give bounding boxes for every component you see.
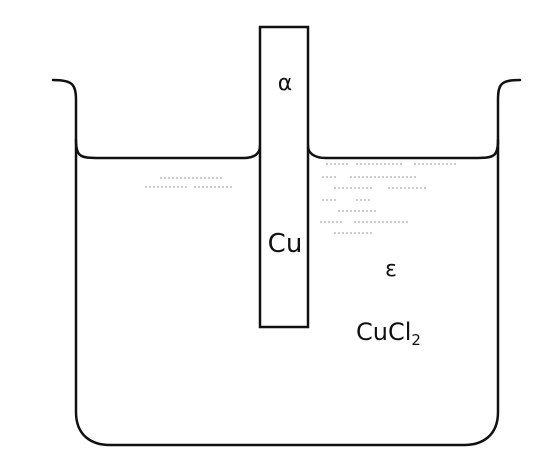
solution-formula-label: CuCl2 — [356, 318, 421, 349]
alpha-label: α — [278, 71, 293, 96]
solution-surface-right — [306, 138, 500, 160]
epsilon-label: ε — [385, 257, 397, 282]
solution-surface-left — [74, 138, 262, 160]
solution-formula-subscript: 2 — [411, 331, 421, 349]
copper-electrode — [258, 25, 310, 329]
solution-formula-main: CuCl — [356, 318, 411, 346]
beaker-outline — [51, 78, 522, 447]
electrode-label: Cu — [268, 229, 303, 259]
solution-texture-marks — [145, 163, 456, 234]
